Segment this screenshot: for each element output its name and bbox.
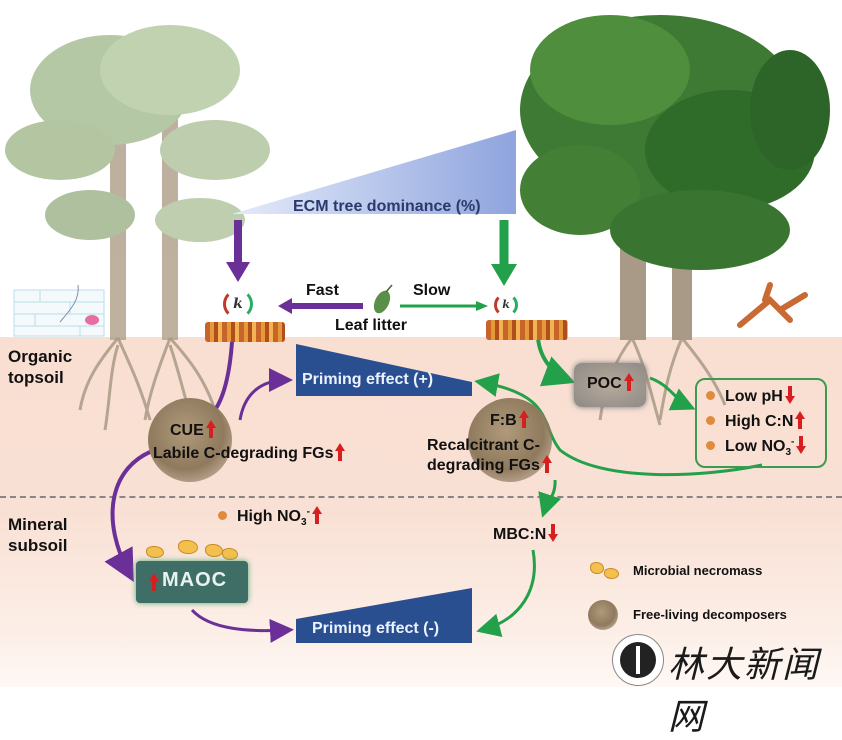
increase-arrow-icon (795, 411, 806, 429)
increase-arrow-icon (149, 573, 159, 591)
ecm-litter-layer (486, 320, 568, 340)
recalcitrant-fgs-label: Recalcitrant C- degrading FGs (427, 436, 552, 475)
microbial-necromass-icon (590, 562, 604, 574)
maoc-to-priming-path (190, 608, 294, 643)
free-living-decomposers-icon (588, 600, 618, 630)
increase-arrow-icon (541, 455, 552, 473)
ecm-dominance-wedge (232, 130, 516, 214)
priming-negative-box (296, 588, 472, 643)
ecm-down-arrowhead (491, 264, 517, 286)
mbcn-to-priming-path (476, 549, 536, 638)
legend-microbial-necromass: Microbial necromass (633, 563, 763, 578)
increase-arrow-icon (623, 373, 634, 391)
decomposition-rate-k-icon: k (494, 293, 518, 317)
am-microbes-to-maoc-path (104, 450, 151, 583)
maoc-label: MAOC (162, 569, 228, 591)
free-living-decomposers-cluster (148, 398, 232, 482)
am-microbes-to-priming-path (238, 368, 293, 421)
diagram-graphics (5, 15, 830, 643)
am-down-arrowhead (226, 262, 250, 282)
leaf-icon (373, 284, 393, 314)
am-roots-illustration (78, 336, 217, 431)
increase-arrow-icon (518, 410, 529, 428)
fb-ratio-label: F:B (490, 410, 529, 430)
leaf-litter-label: Leaf litter (335, 317, 408, 334)
bullet-dot (706, 441, 715, 450)
increase-arrow-icon (335, 443, 346, 461)
watermark-text: 林大新闻网 (668, 645, 821, 738)
poc-label: POC (587, 373, 634, 393)
priming-positive-box (296, 344, 472, 396)
ecm-tree-illustration (520, 15, 830, 340)
priming-positive-label: Priming effect (+) (302, 371, 434, 388)
fast-label: Fast (306, 282, 339, 299)
am-litter-layer (205, 322, 285, 342)
decomposition-rate-k-icon: k (223, 289, 253, 319)
decrease-arrow-icon (796, 436, 807, 454)
university-logo-icon (612, 634, 664, 686)
microbial-necromass-icon (146, 546, 164, 558)
bullet-dot (218, 511, 227, 520)
poc-box (574, 363, 646, 407)
soil-conditions-box (695, 378, 827, 468)
bullet-dot (706, 391, 715, 400)
decrease-arrow-icon (784, 386, 795, 404)
am-litter-to-microbes-path (213, 341, 234, 412)
microbial-necromass-icon (178, 540, 198, 554)
slow-label: Slow (413, 282, 451, 299)
condition-low-ph: Low pH (706, 386, 795, 406)
microbial-necromass-icon (604, 568, 619, 579)
increase-arrow-icon (205, 420, 216, 438)
poc-to-conditions-path (649, 376, 696, 411)
priming-negative-label: Priming effect (-) (312, 620, 440, 637)
labile-fgs-label: Labile C-degrading FGs (153, 443, 346, 463)
decrease-arrow-icon (548, 524, 559, 542)
mbcn-ratio-label: MBC:N (493, 524, 559, 544)
ecm-dominance-label: ECM tree dominance (%) (293, 198, 481, 215)
ectomycorrhizal-fungus-illustration (737, 282, 808, 328)
legend-free-living-decomposers: Free-living decomposers (633, 607, 787, 622)
root-cell-hyphae-illustration (13, 284, 105, 337)
cue-label: CUE (170, 420, 216, 440)
free-living-decomposers-cluster (468, 398, 552, 482)
bullet-dot (706, 416, 715, 425)
high-nitrate-label: High NO3- (218, 506, 322, 528)
am-trees-illustration (5, 25, 270, 340)
microbes-to-mbcn-path (538, 479, 562, 518)
microbial-necromass-icon (205, 544, 223, 557)
soil-layer-divider (0, 496, 842, 498)
condition-high-cn: High C:N (706, 411, 806, 431)
increase-arrow-icon (311, 506, 322, 524)
microbial-necromass-icon (222, 548, 238, 560)
ecm-litter-to-poc-path (536, 337, 576, 387)
conditions-to-priming-path (474, 373, 763, 477)
condition-low-nitrate: Low NO3- (706, 436, 807, 458)
